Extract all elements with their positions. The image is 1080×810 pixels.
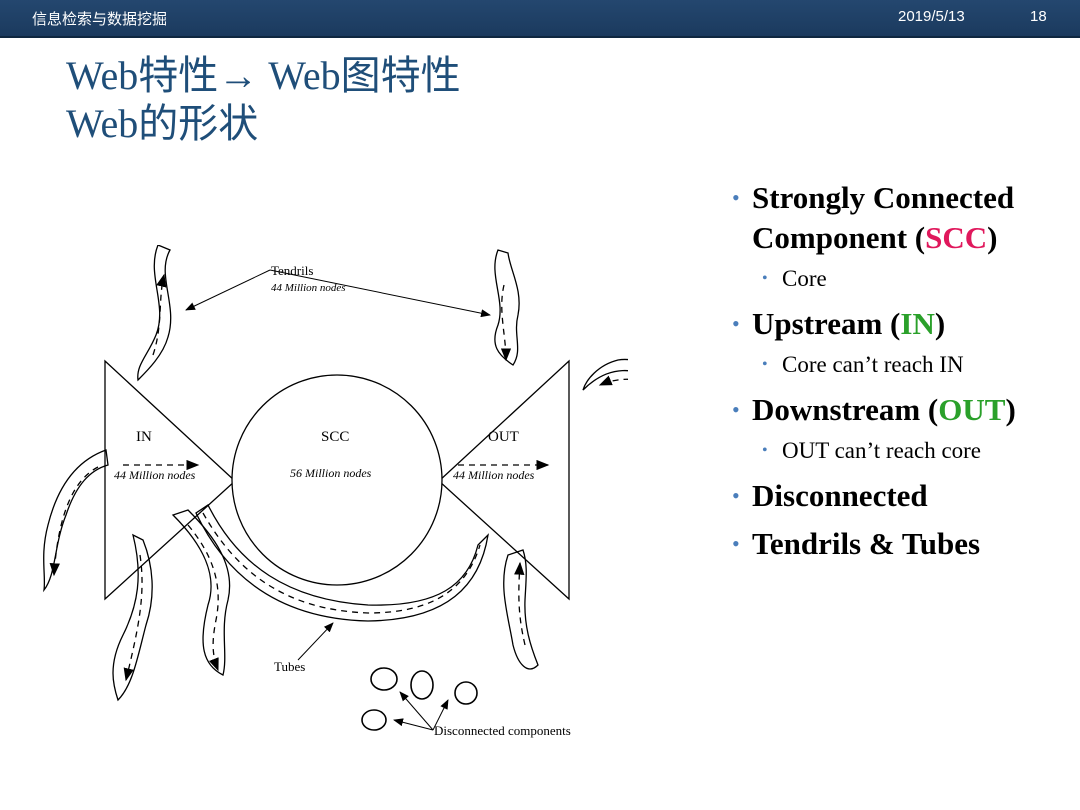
out-highlight: OUT [938, 392, 1006, 427]
out-label: OUT [488, 429, 519, 445]
bullet-tendrils-tubes-text: Tendrils & Tubes [752, 526, 981, 561]
tubes-label: Tubes [274, 659, 305, 674]
in-triangle [104, 359, 236, 601]
tendril-top-left [137, 245, 172, 382]
sub-bullet-out-text: OUT can’t reach core [782, 438, 982, 463]
bullet-in-text: Upstream ( [752, 306, 901, 341]
tendril-right [582, 358, 628, 391]
sub-bullet-dot-icon: • [762, 442, 768, 459]
bullet-list: • Strongly Connected Component (SCC) • C… [730, 178, 1070, 572]
bullet-dot-icon: • [732, 483, 740, 508]
course-title: 信息检索与数据挖掘 [32, 10, 168, 28]
in-count: 44 Million nodes [114, 468, 196, 482]
in-highlight: IN [900, 306, 935, 341]
scc-count: 56 Million nodes [290, 466, 372, 480]
bullet-in: • Upstream (IN) [730, 304, 1070, 344]
sub-bullet-core-text: Core [782, 266, 827, 291]
slide-date: 2019/5/13 [898, 8, 965, 25]
bullet-disconnected: • Disconnected [730, 476, 1070, 516]
page-number: 18 [1030, 8, 1047, 25]
scc-circle [231, 374, 443, 586]
bullet-disconnected-text: Disconnected [752, 478, 928, 513]
tendril-bottom-left-1 [112, 533, 153, 702]
bullet-dot-icon: • [732, 397, 740, 422]
disconnected-blob-2 [410, 670, 434, 700]
tendril-left [43, 449, 109, 593]
tendrils-label: Tendrils [271, 263, 313, 278]
out-triangle [438, 359, 570, 601]
bullet-out: • Downstream (OUT) [730, 390, 1070, 430]
bullet-scc-close: ) [987, 220, 998, 255]
bullet-in-close: ) [934, 306, 946, 341]
bullet-out-text: Downstream ( [752, 392, 939, 427]
header-bar: 信息检索与数据挖掘 2019/5/13 18 [0, 0, 1080, 38]
sub-bullet-dot-icon: • [762, 270, 768, 287]
bullet-dot-icon: • [732, 531, 740, 556]
sub-bullet-dot-icon: • [762, 356, 768, 373]
tendril-bottom-right [503, 549, 539, 670]
title-line-2: Web的形状 [66, 101, 259, 146]
tendril-bottom-left-2 [171, 509, 231, 676]
tendril-top-right [494, 249, 520, 366]
title-line-1: Web特性→ Web图特性 [66, 53, 461, 98]
disconnected-label: Disconnected components [434, 723, 571, 738]
sub-bullet-core: • Core [730, 264, 1070, 294]
sub-bullet-out: • OUT can’t reach core [730, 436, 1070, 466]
bullet-out-close: ) [1005, 392, 1016, 427]
bullet-dot-icon: • [732, 311, 740, 336]
bullet-scc-text: Strongly Connected Component ( [752, 180, 1015, 255]
disconnected-blob-1 [370, 667, 398, 691]
sub-bullet-in: • Core can’t reach IN [730, 350, 1070, 380]
tube-outer [195, 504, 489, 622]
bullet-scc: • Strongly Connected Component (SCC) [730, 178, 1070, 258]
tendrils-count: 44 Million nodes [271, 282, 346, 294]
sub-bullet-in-text: Core can’t reach IN [782, 352, 964, 377]
scc-highlight: SCC [925, 220, 988, 255]
disconnected-blob-3 [454, 681, 478, 705]
disconnected-blob-4 [361, 709, 387, 731]
slide-title: Web特性→ Web图特性 Web的形状 [66, 52, 461, 148]
bullet-dot-icon: • [732, 185, 740, 210]
out-count: 44 Million nodes [453, 468, 535, 482]
in-label: IN [136, 429, 152, 445]
scc-label: SCC [321, 429, 349, 445]
bowtie-diagram: Tendrils 44 Million nodes IN 44 Million … [43, 245, 628, 738]
bullet-tendrils-tubes: • Tendrils & Tubes [730, 524, 1070, 564]
